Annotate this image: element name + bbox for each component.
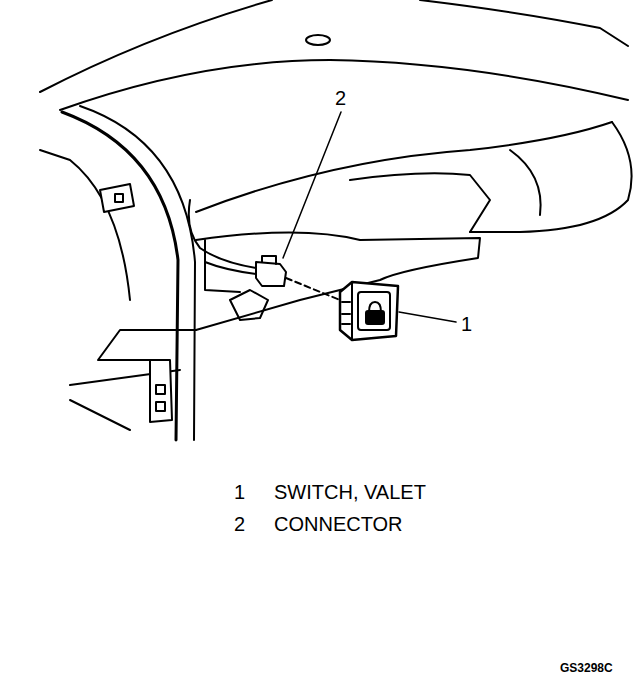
part-name: CONNECTOR	[274, 514, 403, 534]
clip-hole	[156, 402, 165, 411]
kick-panel	[98, 330, 196, 360]
valet-switch	[340, 282, 398, 340]
dash-top-edge	[40, 0, 272, 92]
door-edge	[40, 150, 130, 300]
dash-face	[196, 122, 612, 212]
defrost-slot	[306, 35, 330, 45]
dash-crest	[60, 60, 628, 110]
callout-number: 1	[461, 314, 472, 334]
legend-number: 1	[234, 482, 245, 502]
pillar-edge	[80, 106, 195, 440]
dash-face	[470, 122, 632, 232]
lock-icon	[366, 311, 384, 324]
bracket	[230, 290, 268, 320]
switch-bezel	[351, 282, 353, 340]
callout-number: 2	[335, 88, 346, 108]
lower-panel	[196, 233, 480, 331]
dash-face	[350, 173, 490, 232]
figure-code: GS3298C	[560, 662, 613, 674]
leader-line	[399, 312, 456, 322]
part-name: SWITCH, VALET	[274, 482, 426, 502]
connector-latch	[262, 256, 276, 264]
switch-terminal	[342, 302, 350, 324]
connector	[256, 262, 286, 286]
dash-top-edge	[420, 0, 628, 46]
switch-face	[358, 292, 390, 330]
clip-hole	[156, 385, 165, 394]
panel-opening	[205, 240, 240, 292]
dash-face	[510, 150, 541, 215]
clip	[150, 360, 172, 422]
assembly-line	[286, 278, 340, 300]
clip-hole	[115, 194, 123, 202]
wire-harness	[189, 200, 256, 268]
trim-line	[70, 400, 130, 430]
legend-number: 2	[234, 514, 245, 534]
leader-line	[283, 112, 341, 258]
clip	[100, 184, 134, 212]
wire-harness	[205, 262, 256, 274]
